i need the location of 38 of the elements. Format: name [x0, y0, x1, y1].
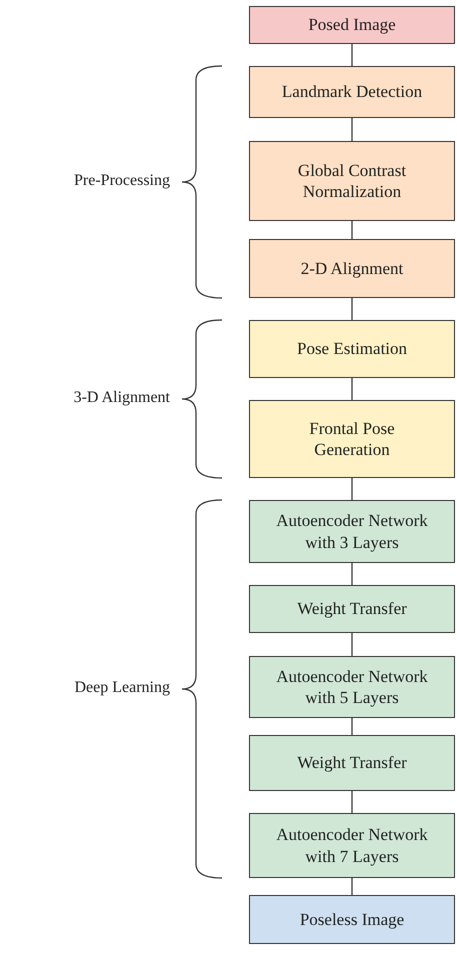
connector-line	[351, 298, 353, 320]
process-box	[249, 400, 455, 478]
connector-line	[351, 791, 353, 813]
connector-line	[351, 378, 353, 400]
process-box	[249, 239, 455, 298]
box-label: Posed Image	[308, 14, 396, 36]
box-label: Weight Transfer	[297, 752, 407, 774]
connector-line	[351, 878, 353, 895]
box-label: Autoencoder Network with 5 Layers	[275, 666, 429, 708]
connector-line	[351, 44, 353, 66]
box-label: 2-D Alignment	[300, 258, 404, 280]
group-label: Pre-Processing	[74, 172, 170, 190]
box-label: Global Contrast Normalization	[296, 160, 408, 202]
box-label: Frontal Pose Generation	[308, 418, 396, 460]
box-label: Weight Transfer	[297, 598, 407, 620]
connector-line	[351, 633, 353, 656]
process-box	[249, 6, 455, 44]
process-box	[249, 895, 455, 944]
process-box	[249, 66, 455, 118]
process-box	[249, 813, 455, 878]
process-box	[249, 735, 455, 791]
group-label: 3-D Alignment	[74, 389, 170, 407]
box-label: Autoencoder Network with 7 Layers	[275, 824, 429, 867]
connector-line	[351, 563, 353, 585]
process-box	[249, 320, 455, 378]
process-box	[249, 585, 455, 633]
box-label: Poseless Image	[300, 908, 404, 930]
group-label: Deep Learning	[74, 679, 170, 697]
process-box	[249, 141, 455, 221]
box-label: Pose Estimation	[296, 338, 408, 360]
connector-line	[351, 118, 353, 141]
connector-line	[351, 221, 353, 239]
connector-line	[351, 478, 353, 500]
process-box	[249, 656, 455, 718]
box-label: Landmark Detection	[282, 81, 422, 103]
process-box	[249, 500, 455, 563]
box-label: Autoencoder Network with 3 Layers	[275, 510, 429, 553]
connector-line	[351, 718, 353, 735]
